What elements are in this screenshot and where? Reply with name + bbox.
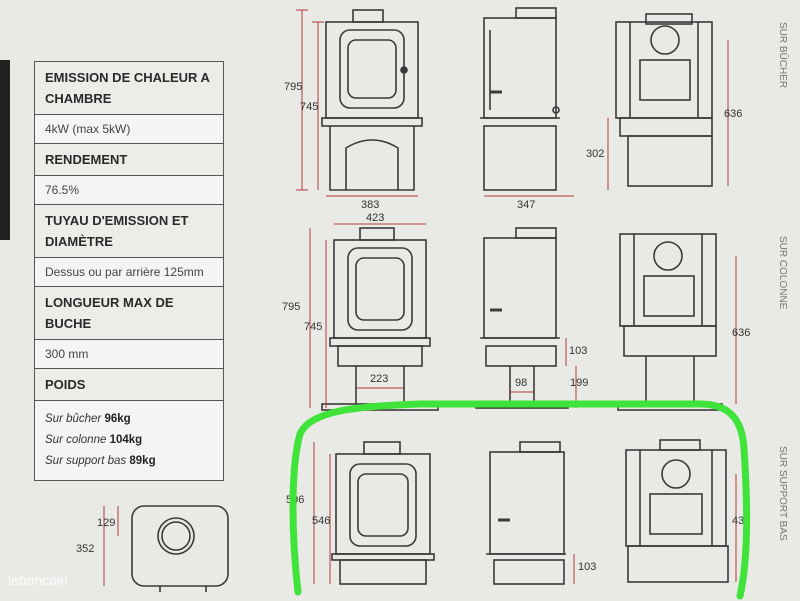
row1-depth-label: 347 xyxy=(517,199,535,211)
row1-side-label: SUR BÛCHER xyxy=(777,22,790,88)
row2-dimension-lines xyxy=(309,223,737,408)
row3-side-label: SUR SUPPORT BAS xyxy=(777,446,788,541)
efficiency-value: 76.5% xyxy=(35,176,223,205)
row2-rear-view xyxy=(617,233,723,411)
log-length-value: 300 mm xyxy=(35,340,223,369)
row2-column-width-label: 98 xyxy=(515,377,527,389)
row1-dimension-lines xyxy=(296,9,729,197)
row2-side-label: SUR COLONNE xyxy=(777,236,788,310)
row1-rear-height-label: 636 xyxy=(724,108,742,120)
leboncoin-watermark: leboncoin xyxy=(8,572,68,588)
edge-bar xyxy=(0,60,10,240)
row1-logstore-height-label: 302 xyxy=(586,148,604,160)
row3-dimension-lines xyxy=(313,442,737,584)
row1-body-height-label: 745 xyxy=(300,101,318,113)
row2-column-height-label: 199 xyxy=(570,377,588,389)
log-length-header: LONGUEUR MAX DE BUCHE xyxy=(35,287,223,340)
row1-front-view xyxy=(321,9,423,191)
weight-item: Sur colonne 104kg xyxy=(45,434,143,446)
heat-output-header: EMISSION DE CHALEUR A CHAMBRE xyxy=(35,62,223,115)
plan-depth-label: 129 xyxy=(97,517,115,529)
row2-leg-spacing-label: 223 xyxy=(370,373,388,385)
plan-width-label: 352 xyxy=(76,543,94,555)
flue-header: TUYAU D'EMISSION ET DIAMÈTRE xyxy=(35,205,223,258)
plan-dimension-lines xyxy=(103,506,119,586)
row3-body-height-label: 546 xyxy=(312,515,330,527)
efficiency-header: RENDEMENT xyxy=(35,144,223,176)
spec-table: EMISSION DE CHALEUR A CHAMBRE 4kW (max 5… xyxy=(34,61,224,481)
row1-width-label: 383 xyxy=(361,199,379,211)
row1-side-view xyxy=(480,7,560,191)
row1-total-height-label: 795 xyxy=(284,81,302,93)
heat-output-value: 4kW (max 5kW) xyxy=(35,115,223,144)
row3-front-view xyxy=(331,441,435,585)
row3-base-height-label: 103 xyxy=(578,561,596,573)
row2-upper-offset-label: 103 xyxy=(569,345,587,357)
weight-item: Sur bûcher 96kg xyxy=(45,413,131,425)
plan-view xyxy=(131,505,229,592)
weight-header: POIDS xyxy=(35,369,223,401)
row3-rear-view xyxy=(625,439,729,583)
green-highlight-outline xyxy=(289,400,751,600)
flue-value: Dessus ou par arrière 125mm xyxy=(35,258,223,287)
row3-side-view xyxy=(486,441,566,585)
row2-body-height-label: 745 xyxy=(304,321,322,333)
row1-rear-view xyxy=(615,13,713,187)
weight-list: Sur bûcher 96kg Sur colonne 104kg Sur su… xyxy=(35,401,223,480)
row2-rear-height-label: 636 xyxy=(732,327,750,339)
weight-item: Sur support bas 89kg xyxy=(45,455,156,467)
row2-top-width-label: 423 xyxy=(366,212,384,224)
row2-total-height-label: 795 xyxy=(282,301,300,313)
